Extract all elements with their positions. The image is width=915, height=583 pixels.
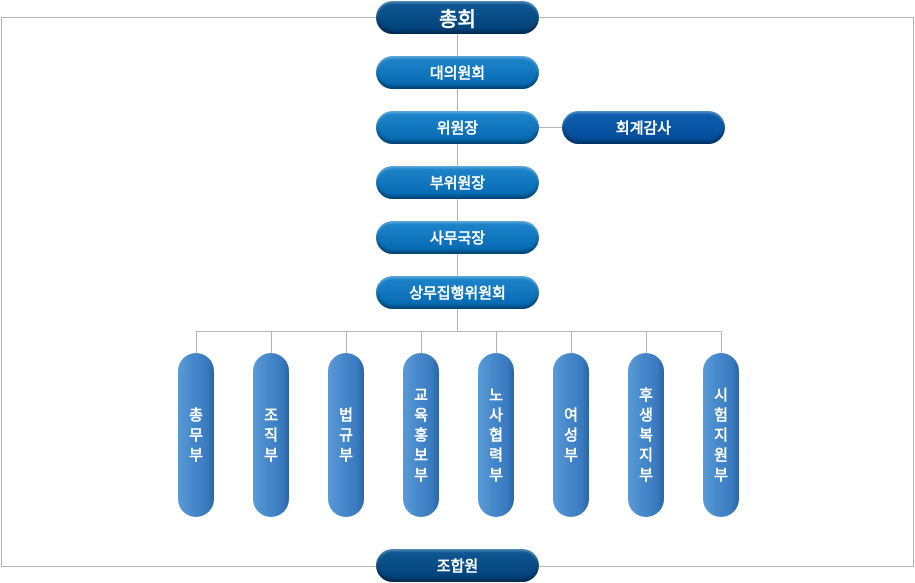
department-box: 법규부 bbox=[328, 353, 364, 517]
department-box: 총무부 bbox=[178, 353, 214, 517]
department-box: 조직부 bbox=[253, 353, 289, 517]
delegates-box: 대의원회 bbox=[376, 56, 539, 89]
chairman-box: 위원장 bbox=[376, 111, 539, 144]
department-drop-line bbox=[721, 331, 722, 353]
audit-box: 회계감사 bbox=[562, 111, 725, 144]
department-box: 시험지원부 bbox=[703, 353, 739, 517]
frame-line-left bbox=[1, 17, 2, 566]
department-drop-line bbox=[271, 331, 272, 353]
department-drop-line bbox=[496, 331, 497, 353]
department-box: 노사협력부 bbox=[478, 353, 514, 517]
department-box: 여성부 bbox=[553, 353, 589, 517]
department-box: 후생복지부 bbox=[628, 353, 664, 517]
general-assembly-box: 총회 bbox=[376, 1, 539, 34]
executive-committee-box: 상무집행위원회 bbox=[376, 276, 539, 309]
vice-chairman-box: 부위원장 bbox=[376, 166, 539, 199]
department-drop-line bbox=[571, 331, 572, 353]
members-box: 조합원 bbox=[376, 549, 539, 582]
audit-connector bbox=[539, 127, 563, 128]
department-drop-line bbox=[196, 331, 197, 353]
department-box: 교육홍보부 bbox=[403, 353, 439, 517]
secretary-general-box: 사무국장 bbox=[376, 221, 539, 254]
frame-line-right bbox=[913, 17, 914, 566]
department-bus-line bbox=[196, 331, 721, 332]
department-drop-line bbox=[421, 331, 422, 353]
department-drop-line bbox=[346, 331, 347, 353]
department-drop-line bbox=[646, 331, 647, 353]
